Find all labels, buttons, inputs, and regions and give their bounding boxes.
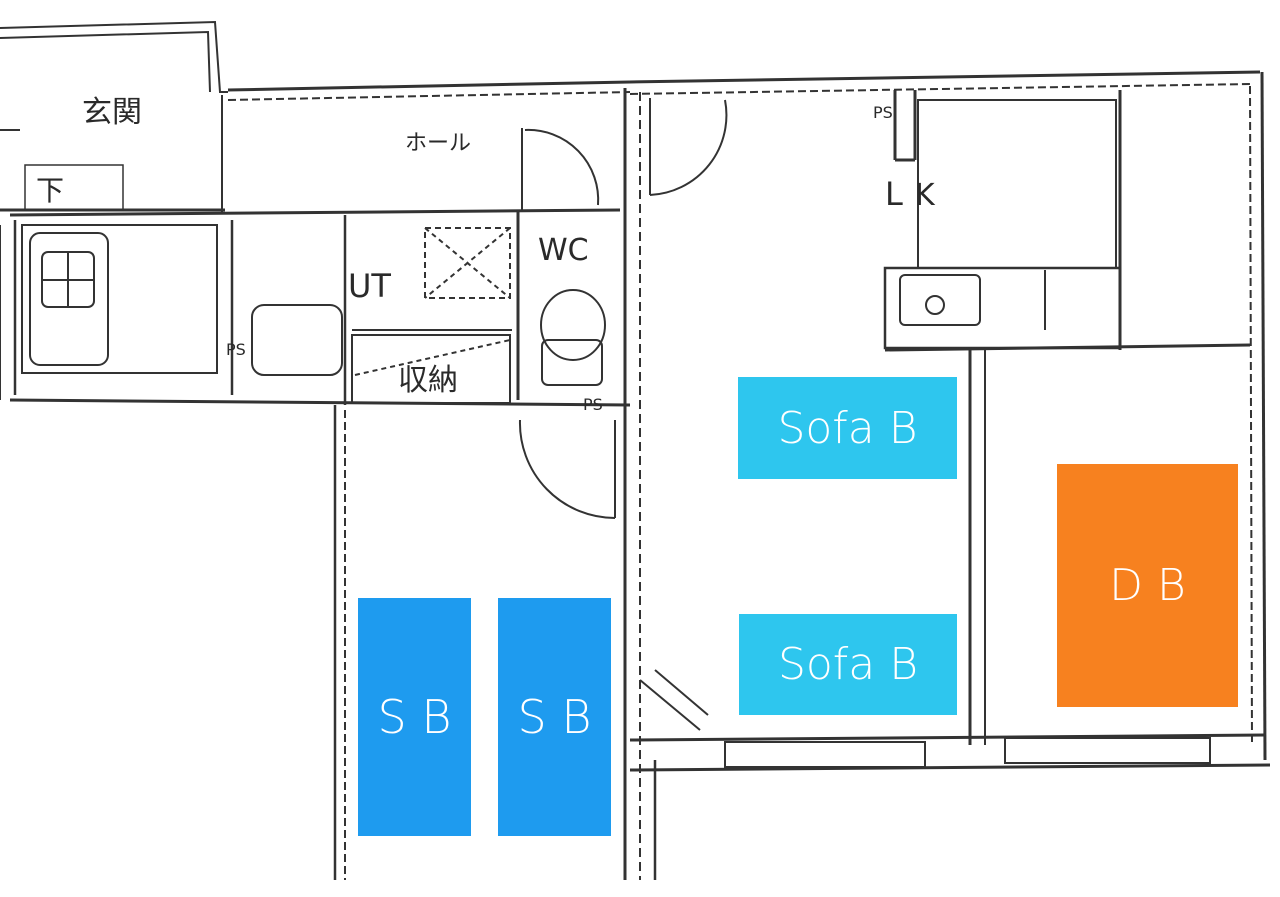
room-label-shoe-box: 下	[36, 174, 64, 207]
single-bed-2-label: S B	[517, 690, 592, 744]
double-bed: D B	[1057, 464, 1238, 707]
bedroom-walls	[333, 405, 657, 880]
top-walls	[227, 70, 1267, 761]
central-walls	[518, 88, 728, 880]
sofa-bed-2-label: Sofa B	[777, 639, 919, 690]
entrance-walls	[0, 20, 228, 400]
pipe-space-label-1: PS	[873, 103, 893, 122]
room-label-hall: ホール	[405, 131, 471, 156]
single-bed-1-label: S B	[377, 690, 452, 744]
pipe-space-label-2: PS	[226, 340, 246, 359]
bottom-walls	[629, 669, 1271, 772]
room-label-living: L	[885, 175, 903, 213]
room-label-washroom: UT	[348, 267, 391, 305]
wet-area-walls	[9, 128, 631, 407]
double-bed-label: D B	[1109, 560, 1186, 611]
sofa-bed-1-label: Sofa B	[777, 402, 918, 454]
room-label-kitchen: K	[915, 178, 936, 213]
room-label-entrance: 玄関	[82, 95, 142, 130]
single-bed-2: S B	[498, 598, 611, 836]
sofa-bed-1: Sofa B	[738, 377, 957, 479]
room-label-toilet: WC	[538, 233, 589, 268]
sofa-bed-2: Sofa B	[739, 614, 957, 715]
kitchen-walls	[883, 90, 1251, 745]
pipe-space-label-3: PS	[583, 395, 603, 414]
single-bed-1: S B	[358, 598, 471, 836]
room-label-storage: 収納	[398, 363, 458, 398]
